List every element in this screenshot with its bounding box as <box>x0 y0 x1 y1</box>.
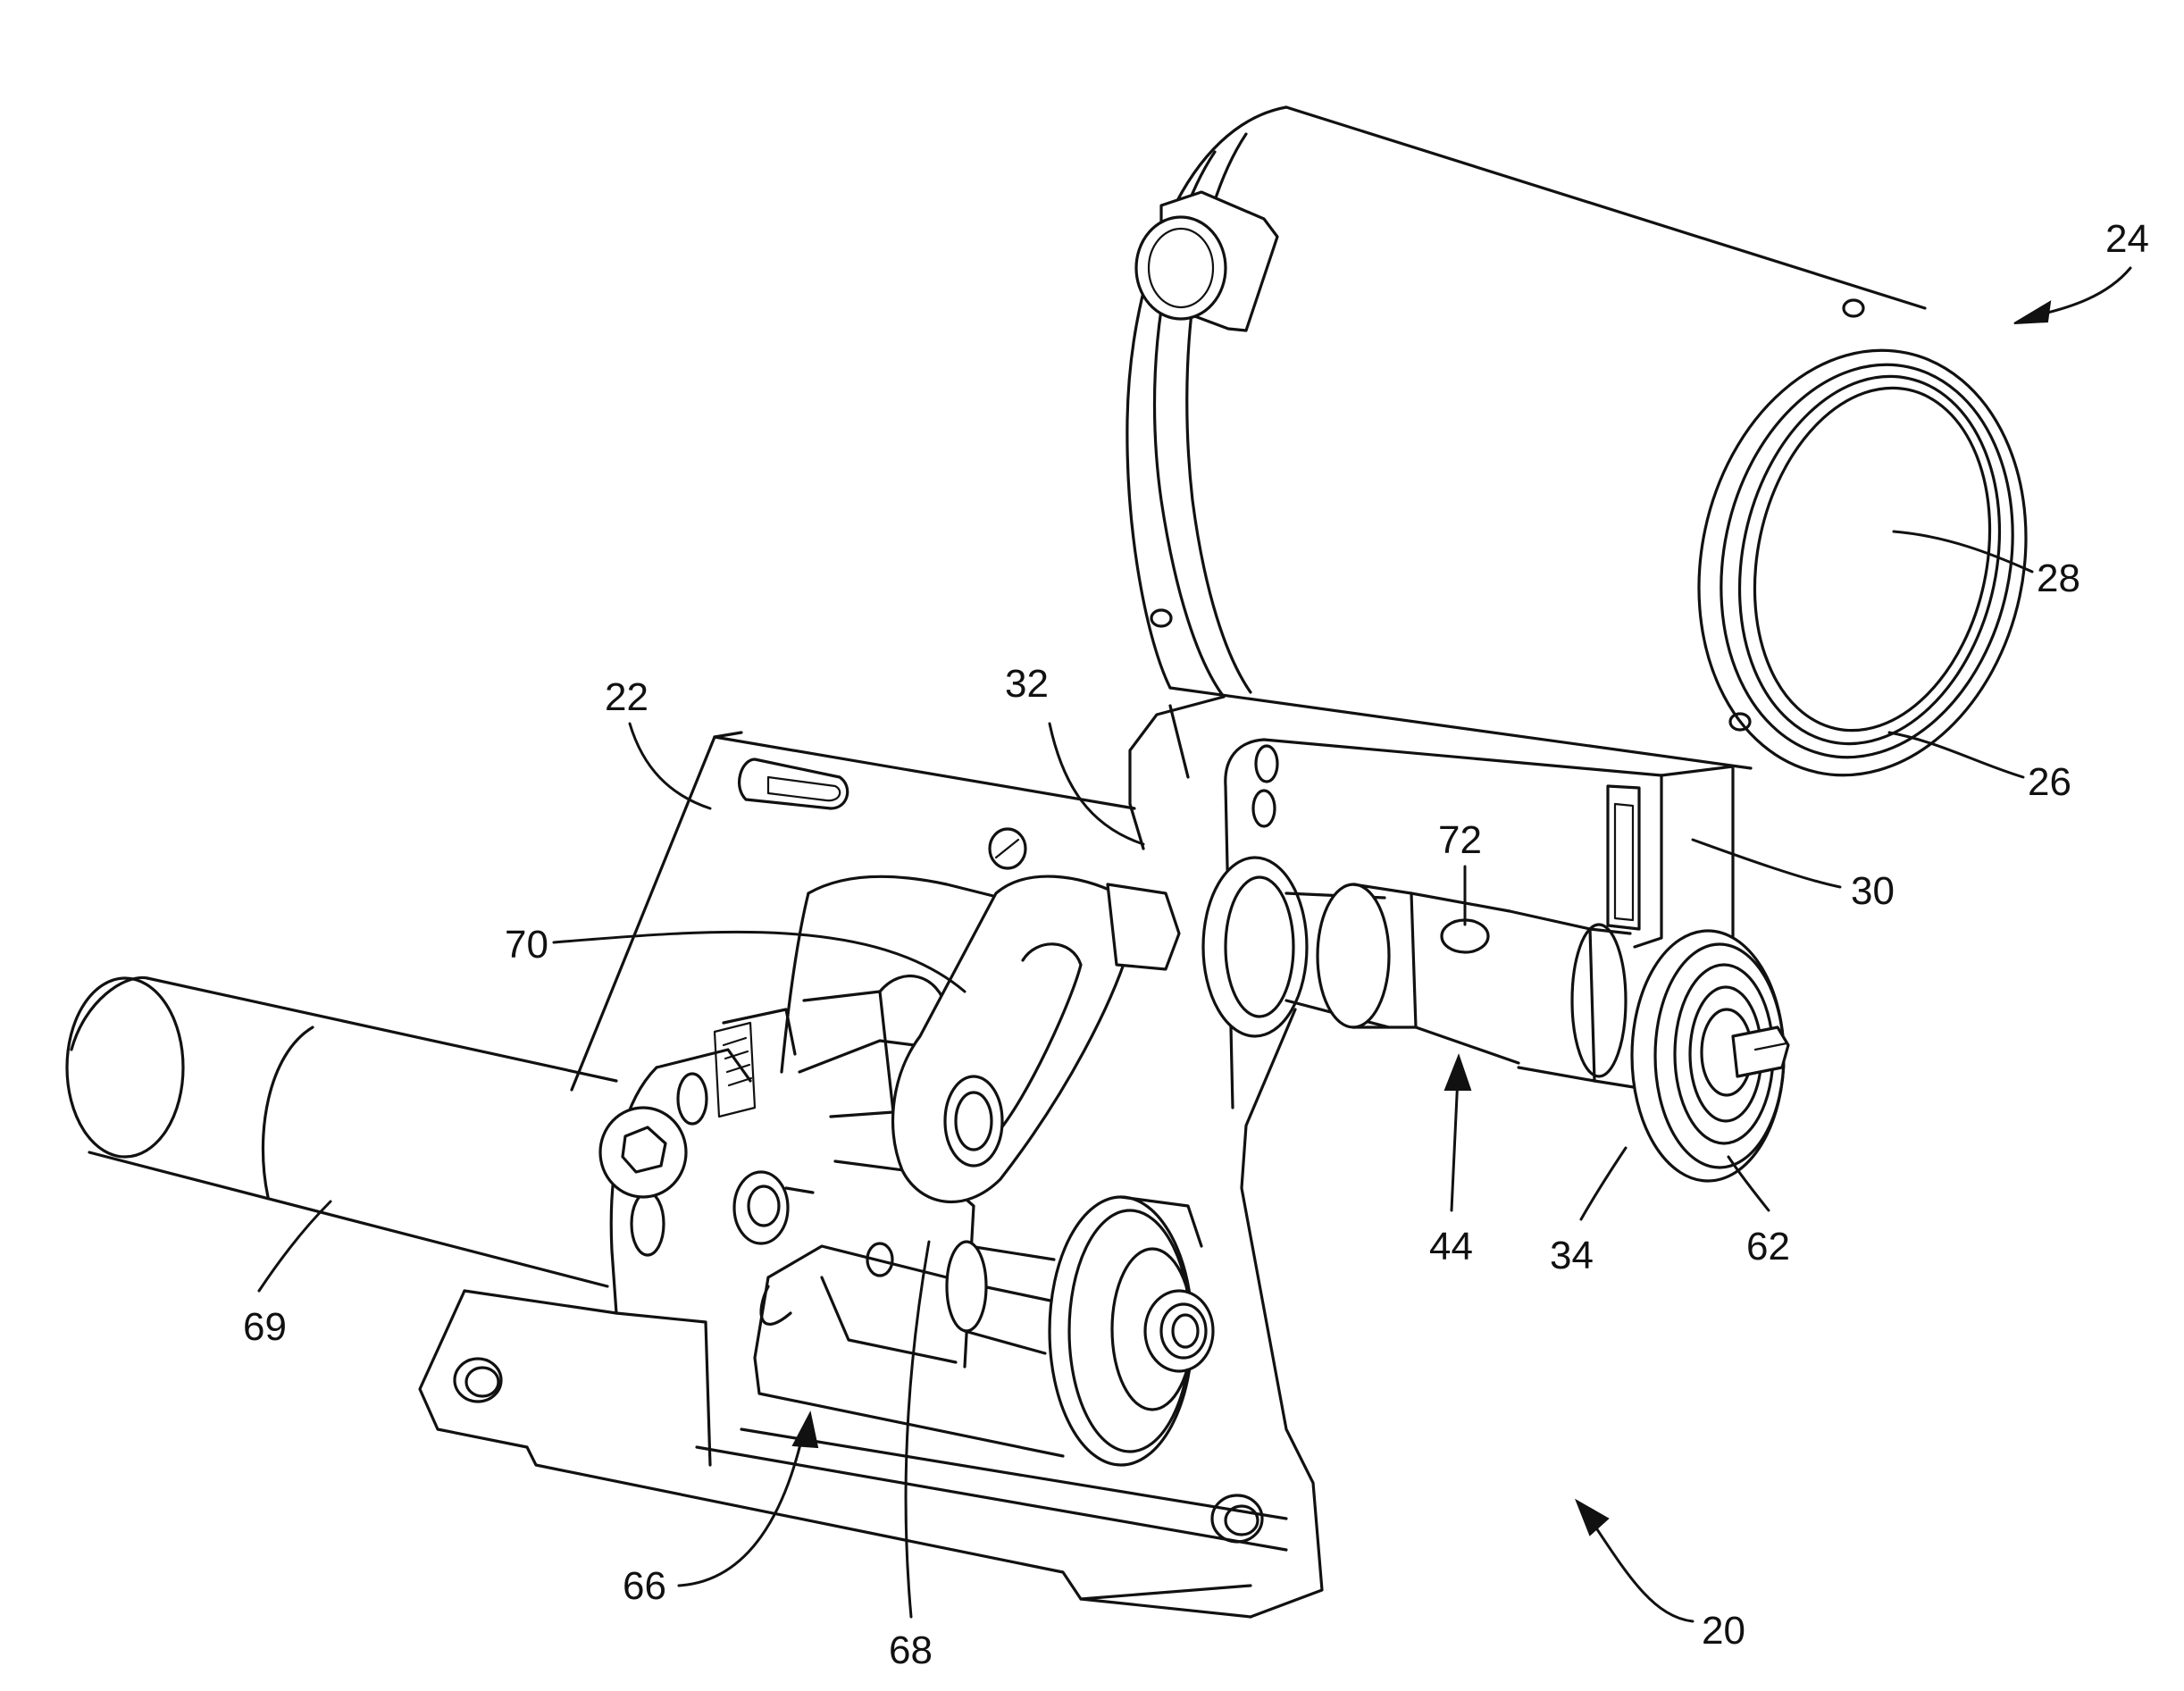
cylinder-housing <box>1127 107 2064 806</box>
label-30: 30 <box>1851 869 1895 913</box>
support-bracket <box>1130 697 1733 1617</box>
label-22: 22 <box>605 675 649 719</box>
label-72: 72 <box>1438 818 1482 862</box>
label-28: 28 <box>2037 557 2080 600</box>
label-68: 68 <box>889 1628 933 1672</box>
label-66: 66 <box>623 1564 666 1608</box>
label-69: 69 <box>243 1305 287 1349</box>
label-26: 26 <box>2028 760 2071 804</box>
motor-69 <box>67 977 616 1286</box>
label-32: 32 <box>1005 662 1049 706</box>
label-20: 20 <box>1702 1609 1745 1653</box>
front-pulley <box>947 1197 1213 1465</box>
label-34: 34 <box>1550 1234 1594 1277</box>
linkage-arm-70 <box>893 876 1179 1201</box>
label-70: 70 <box>505 923 548 967</box>
label-62: 62 <box>1746 1225 1790 1268</box>
label-24: 24 <box>2105 217 2149 261</box>
base-plate <box>420 732 1286 1617</box>
label-44: 44 <box>1429 1225 1473 1268</box>
